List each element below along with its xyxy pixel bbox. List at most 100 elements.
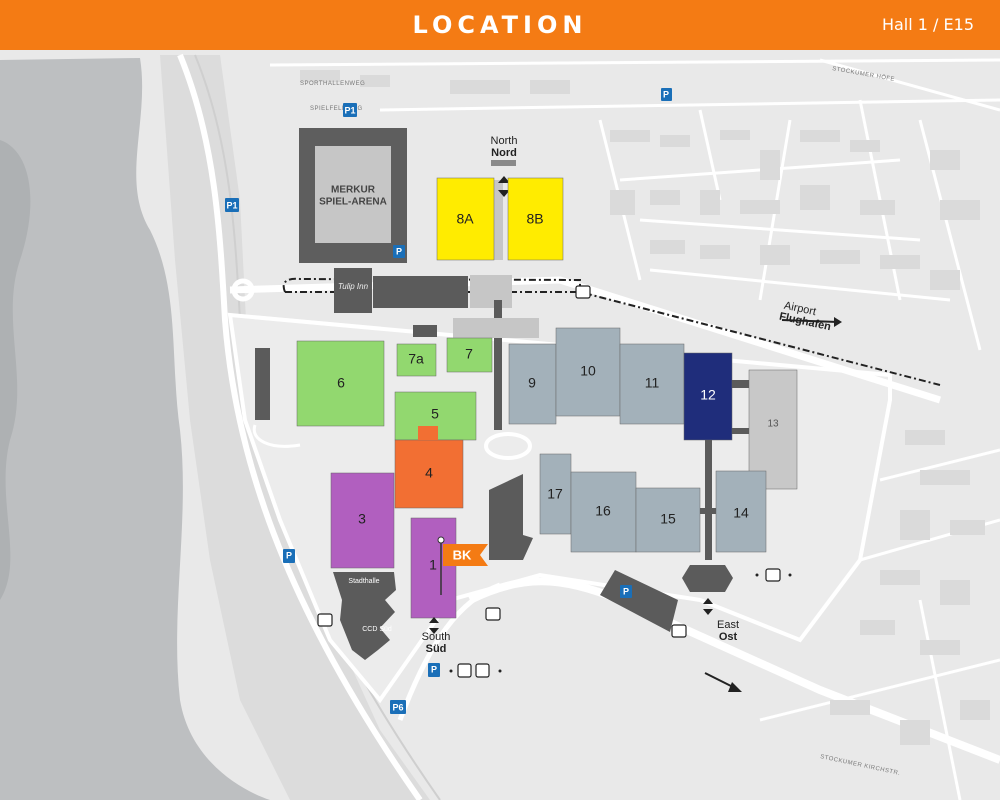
river	[0, 58, 270, 800]
svg-text:P: P	[396, 246, 402, 256]
central-plaza	[453, 318, 539, 338]
parking-sign-p1-left[interactable]: P1	[225, 198, 239, 212]
hall-12[interactable]	[683, 352, 733, 441]
transport-dots	[449, 573, 792, 673]
north-label-de: Nord	[491, 147, 517, 159]
central-walkway	[494, 300, 502, 430]
route-loop	[282, 277, 581, 293]
svg-text:P1: P1	[344, 105, 355, 115]
street-sporthallenweg: SPORTHALLENWEG	[300, 81, 365, 87]
south-entrance-icon	[429, 617, 439, 634]
east-label-en: East	[717, 619, 739, 631]
north-marker	[491, 160, 516, 166]
hall-6-annex	[255, 348, 270, 420]
access-loop	[252, 424, 301, 448]
parking-sign-south[interactable]: P	[428, 663, 440, 677]
north-entrance-icon	[498, 176, 510, 197]
north-entrance-building	[470, 275, 512, 308]
bus-icons	[317, 285, 781, 678]
parking-sign-west[interactable]: P	[283, 549, 295, 563]
airport-arrow-line	[781, 319, 839, 323]
south-east-arrow-line	[704, 672, 736, 689]
connector-15-14	[700, 508, 716, 514]
stadthalle-building	[333, 572, 396, 660]
north-connector	[373, 276, 468, 308]
hall-6-label: 6	[337, 375, 345, 391]
hall-3[interactable]	[330, 472, 395, 569]
courtyard-loop	[484, 432, 532, 460]
hall-1-label: 1	[429, 557, 437, 573]
hotel-name: Tulip Inn	[338, 282, 369, 291]
south-label-de: Süd	[426, 643, 447, 655]
hall-13[interactable]	[748, 369, 798, 490]
marker-pin	[437, 536, 445, 544]
stadium-field	[315, 146, 391, 243]
hall-4-label: 4	[425, 465, 433, 481]
svg-text:P: P	[623, 586, 629, 596]
ccd-sued-label: CCD Süd	[362, 626, 392, 633]
riverbank	[160, 55, 430, 800]
east-entrance-building	[682, 565, 733, 592]
airport-arrow-icon	[834, 317, 842, 327]
river-island	[0, 140, 31, 600]
parking-sign-north[interactable]: P	[661, 88, 672, 101]
svg-text:P: P	[663, 89, 669, 99]
svg-text:P: P	[286, 550, 292, 560]
hall-7a[interactable]	[396, 343, 437, 377]
east-entrance-icon	[703, 598, 713, 615]
south-east-arrow-icon	[728, 682, 742, 692]
parking-sign-p6[interactable]: P6	[390, 700, 406, 714]
hall-16-label: 16	[595, 503, 611, 519]
hall-12-label: 12	[700, 387, 716, 403]
residential-buildings	[300, 70, 990, 745]
hall-11-label: 11	[645, 375, 660, 391]
page-title: LOCATION	[412, 11, 588, 39]
hotel-tower	[334, 268, 372, 313]
booth-location: Hall 1 / E15	[881, 15, 974, 34]
hall-8b-label: 8B	[526, 211, 543, 227]
connector-12-13b	[732, 428, 749, 434]
hall-10[interactable]	[555, 327, 621, 417]
north-label-en: North	[491, 135, 518, 147]
south-label-en: South	[422, 631, 451, 643]
small-building	[413, 325, 437, 337]
svg-text:P1: P1	[226, 200, 237, 210]
east-label-de: Ost	[719, 631, 738, 643]
parking-garage	[600, 570, 678, 632]
hall-7[interactable]	[446, 337, 493, 373]
hall8-connector	[493, 180, 503, 260]
header-bar: LOCATION Hall 1 / E15	[0, 0, 1000, 50]
arena-name-line1: MERKUR	[331, 185, 376, 196]
hall-17[interactable]	[539, 453, 572, 535]
svg-text:P: P	[431, 664, 437, 674]
hall-15-label: 15	[660, 511, 676, 527]
hall-11[interactable]	[619, 343, 685, 425]
parking-sign-garage[interactable]: P	[620, 585, 632, 598]
hall-7-label: 7	[465, 346, 473, 362]
hall-8a[interactable]	[436, 177, 495, 261]
hall-3-label: 3	[358, 511, 366, 527]
svg-text:P6: P6	[392, 702, 403, 712]
hall-6[interactable]	[296, 340, 385, 427]
parking-sign-arena[interactable]: P	[393, 245, 405, 258]
riverside-road	[177, 53, 423, 800]
stadthalle-label: Stadthalle	[348, 578, 379, 585]
hall-8b[interactable]	[507, 177, 564, 261]
hall-10-label: 10	[580, 363, 596, 379]
street-spielfeldweg: SPIELFELDWEG	[310, 106, 363, 112]
hall-15[interactable]	[635, 487, 701, 553]
hall-1[interactable]	[410, 517, 457, 619]
hall-4[interactable]	[394, 439, 464, 509]
booth-flag[interactable]	[443, 544, 488, 566]
parking-sign-p1-top[interactable]: P1	[343, 103, 357, 117]
hall-13-label: 13	[767, 419, 779, 430]
hall-8a-label: 8A	[456, 211, 474, 227]
hall-4-annex	[418, 426, 438, 440]
hall-7a-label: 7a	[408, 351, 424, 367]
booth-marker-label: BK	[453, 547, 472, 562]
fairground-map[interactable]: SPORTHALLENWEG SPIELFELDWEG STOCKUMER HÖ…	[0, 50, 1000, 800]
hall-9-label: 9	[528, 375, 536, 391]
hall-5-label: 5	[431, 406, 439, 422]
east-walkway	[705, 440, 712, 560]
hall-17-label: 17	[547, 486, 563, 502]
